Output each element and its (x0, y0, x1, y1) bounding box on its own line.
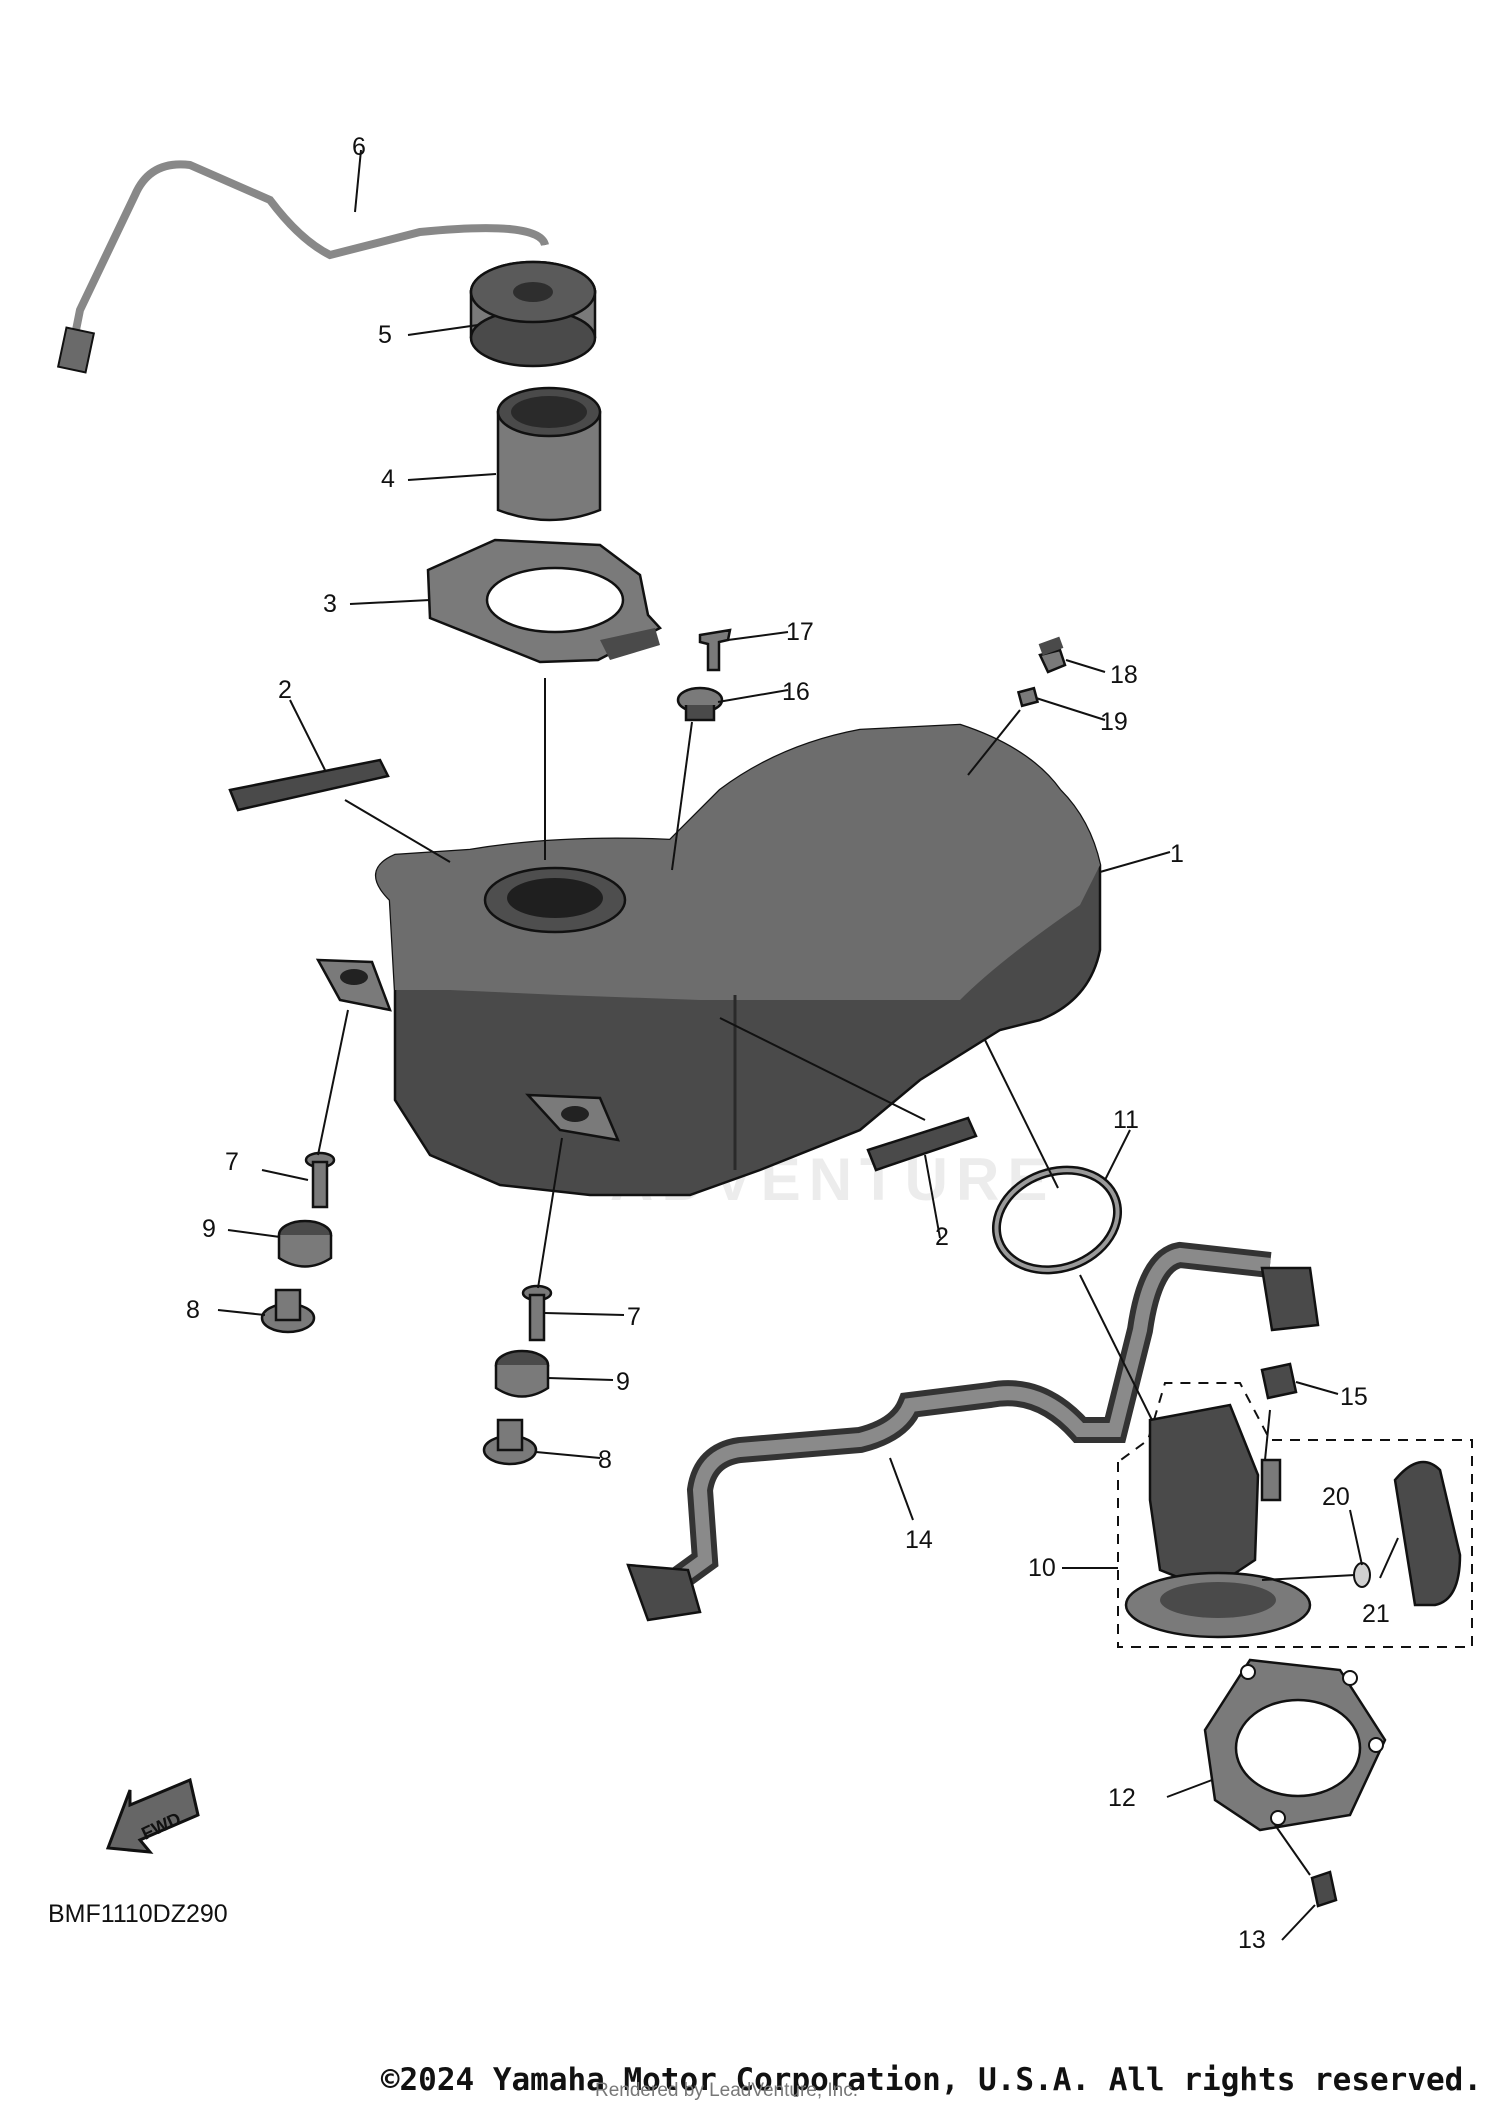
part-2-strip-upper[interactable] (228, 758, 390, 812)
callout-1: 1 (1170, 840, 1184, 868)
callout-16: 16 (782, 678, 810, 706)
part-16-grommet[interactable] (676, 686, 724, 722)
part-19-collar[interactable] (1016, 686, 1040, 708)
callout-21: 21 (1362, 1600, 1390, 1628)
callout-labels: 1 2 2 3 4 5 6 7 7 8 8 9 9 10 11 12 13 14… (186, 133, 1390, 1954)
part-4-filler-sleeve[interactable] (496, 386, 602, 522)
part-8-collar-right[interactable] (482, 1418, 538, 1466)
part-8-collar-left[interactable] (260, 1288, 316, 1334)
callout-7: 7 (225, 1148, 239, 1176)
callout-14: 14 (905, 1526, 933, 1554)
callout-19: 19 (1100, 708, 1128, 736)
part-17-screw[interactable] (698, 628, 732, 672)
callout-4: 4 (381, 465, 395, 493)
part-11-oring[interactable] (982, 1154, 1131, 1287)
part-13-bolt[interactable] (1310, 1870, 1338, 1908)
copyright-notice: ©2024 Yamaha Motor Corporation, U.S.A. A… (380, 2062, 1482, 2098)
callout-8: 8 (186, 1296, 200, 1324)
part-2-strip-lower[interactable] (866, 1116, 978, 1172)
callout-2: 2 (935, 1223, 949, 1251)
callout-12: 12 (1108, 1784, 1136, 1812)
part-14-fuel-hose[interactable] (626, 1241, 1320, 1622)
part-10-fuel-pump[interactable] (1117, 1382, 1473, 1648)
callout-6: 6 (352, 133, 366, 161)
callout-3: 3 (323, 590, 337, 618)
callout-20: 20 (1322, 1483, 1350, 1511)
part-18-screw[interactable] (1038, 636, 1067, 674)
part-9-damper-right[interactable] (494, 1349, 550, 1398)
part-6-hose[interactable] (56, 160, 549, 374)
part-9-damper-left[interactable] (277, 1219, 333, 1268)
part-7-bolt-right[interactable] (521, 1284, 553, 1342)
part-1-fuel-tank[interactable] (315, 723, 1102, 1197)
part-7-bolt-left[interactable] (304, 1151, 336, 1209)
callout-8: 8 (598, 1446, 612, 1474)
callout-7: 7 (627, 1303, 641, 1331)
callout-10: 10 (1028, 1554, 1056, 1582)
leader-lines (217, 149, 1399, 1941)
callout-9: 9 (616, 1368, 630, 1396)
rendered-by-credit: Rendered by LeadVenture, Inc. (595, 2080, 859, 2101)
callout-2: 2 (278, 676, 292, 704)
fwd-arrow-icon: FWD (105, 1777, 200, 1854)
part-20-clip[interactable] (1353, 1562, 1371, 1588)
callout-17: 17 (786, 618, 814, 646)
part-21-cover[interactable] (1393, 1460, 1462, 1607)
callout-5: 5 (378, 321, 392, 349)
callout-9: 9 (202, 1215, 216, 1243)
callout-13: 13 (1238, 1926, 1266, 1954)
part-12-gasket[interactable] (1203, 1658, 1387, 1832)
part-5-fuel-cap[interactable] (469, 260, 597, 368)
diagram-code: BMF1110DZ290 (48, 1900, 228, 1928)
callout-18: 18 (1110, 661, 1138, 689)
callout-15: 15 (1340, 1383, 1368, 1411)
callout-11: 11 (1113, 1106, 1139, 1134)
part-15-connector[interactable] (1260, 1362, 1298, 1400)
part-3-bracket[interactable] (426, 538, 663, 664)
